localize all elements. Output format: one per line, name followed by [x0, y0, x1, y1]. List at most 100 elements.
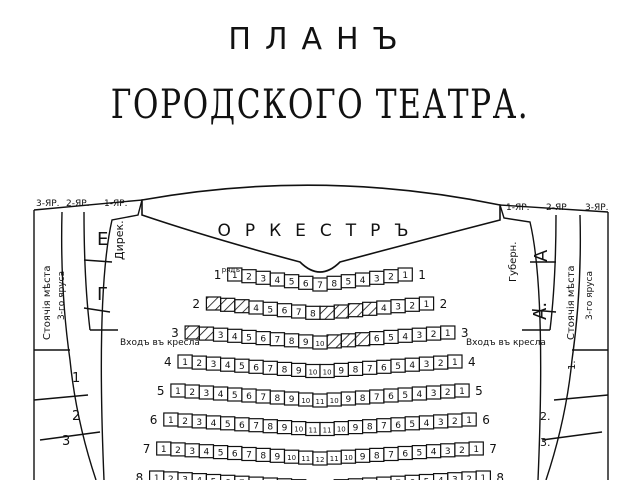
- seat-number: 4: [204, 448, 210, 458]
- seat-number: 3: [204, 389, 210, 399]
- seat-number: 9: [289, 395, 295, 405]
- seat-number: 1: [452, 358, 458, 368]
- seat-number: 4: [424, 419, 430, 429]
- tier-labels-right: 1-ЯР. 2-ЯР. 3-ЯР.: [506, 203, 609, 213]
- seat-number: 1: [473, 445, 479, 455]
- seat-number: 3: [438, 418, 444, 428]
- seat[interactable]: [461, 412, 477, 427]
- seat[interactable]: [262, 477, 279, 480]
- seat-number: 5: [246, 333, 252, 343]
- seat[interactable]: [418, 296, 435, 311]
- row-label-left: 3: [171, 326, 179, 340]
- row-label-left: 1: [214, 268, 222, 282]
- seat-number: 2: [182, 417, 188, 427]
- seat-reserved[interactable]: [184, 325, 200, 340]
- seat-number: 2: [431, 330, 437, 340]
- seat-reserved[interactable]: [198, 326, 215, 341]
- row-label-right: 6: [482, 413, 490, 427]
- left-box-number: 3: [62, 434, 70, 449]
- seat-reserved[interactable]: [205, 296, 222, 311]
- seat-number: 10: [308, 369, 317, 377]
- seat-reserved[interactable]: [347, 303, 364, 318]
- seat[interactable]: [220, 474, 236, 480]
- row-label-left: 2: [192, 297, 200, 311]
- seat[interactable]: [347, 478, 364, 480]
- seat-reserved[interactable]: [354, 332, 371, 347]
- seat-number: 10: [316, 340, 325, 348]
- seat[interactable]: [404, 474, 421, 480]
- seat-number: 4: [431, 448, 437, 458]
- orchestra-label: ОРКЕСТРЪ: [217, 221, 422, 241]
- seat-number: 6: [225, 478, 231, 480]
- seat-reserved[interactable]: [326, 334, 342, 349]
- seat[interactable]: [248, 476, 264, 480]
- seat-number: 6: [282, 307, 288, 317]
- seat-number: 7: [388, 451, 394, 461]
- seat-number: 4: [211, 419, 217, 429]
- seat[interactable]: [447, 354, 463, 369]
- seat-reserved[interactable]: [319, 305, 335, 320]
- seat-number: 6: [388, 392, 394, 402]
- seat-number: 7: [267, 364, 273, 374]
- seat-number: 8: [282, 365, 288, 375]
- seat[interactable]: [390, 475, 406, 480]
- seat-number: 11: [301, 455, 310, 463]
- seat-number: 11: [330, 455, 339, 463]
- seat-reserved[interactable]: [220, 297, 236, 312]
- seat-number: 5: [218, 449, 224, 459]
- standing-right-label: Стоячiя мѣста: [566, 265, 577, 340]
- seat[interactable]: [454, 383, 470, 398]
- seat-number: 5: [402, 391, 408, 401]
- seat-number: 6: [395, 421, 401, 431]
- seat-number: 9: [282, 424, 288, 434]
- seat-number: 3: [445, 447, 451, 457]
- seat[interactable]: [440, 325, 456, 340]
- seat-number: 9: [303, 338, 309, 348]
- tier-label-right: 3-ЯР.: [585, 203, 609, 213]
- seat-number: 6: [260, 335, 266, 345]
- tier-label-left: 1-ЯР.: [104, 199, 128, 209]
- seat-number: 5: [346, 278, 352, 288]
- seat-number: 10: [294, 426, 303, 434]
- box-label-g: Г: [97, 284, 108, 305]
- seat-number: 4: [232, 332, 238, 342]
- seat[interactable]: [397, 267, 413, 282]
- seat[interactable]: [362, 477, 378, 480]
- seat-number: 3: [395, 303, 401, 313]
- seat-number: 4: [218, 390, 224, 400]
- row-label-left: 5: [157, 384, 165, 398]
- seat[interactable]: [433, 473, 449, 480]
- plan-subtitle: ГОРОДСКОГО ТЕАТРА.: [110, 82, 530, 128]
- seat-number: 7: [317, 281, 323, 291]
- row-word: рядъ: [222, 266, 240, 274]
- box-label-gubern: Губерн.: [508, 242, 519, 282]
- seat-reserved[interactable]: [362, 301, 378, 316]
- seat[interactable]: [418, 473, 435, 480]
- row-label-right: 2: [440, 297, 448, 311]
- seat-reserved[interactable]: [340, 333, 357, 348]
- row-label-right: 8: [496, 471, 504, 480]
- seat[interactable]: [205, 473, 222, 480]
- seat[interactable]: [468, 441, 484, 456]
- seat-number: 4: [253, 304, 259, 314]
- seat-number: 6: [402, 450, 408, 460]
- tier-label-right: 2-ЯР.: [546, 203, 570, 213]
- left-box-number: 2: [72, 409, 80, 424]
- right-boxes: [499, 204, 609, 480]
- seat[interactable]: [276, 478, 293, 480]
- seat-number: 5: [289, 278, 295, 288]
- seat-number: 2: [438, 359, 444, 369]
- seat[interactable]: [376, 476, 392, 480]
- seat-number: 1: [424, 300, 430, 310]
- seat[interactable]: [234, 475, 250, 480]
- seat-number: 3: [431, 389, 437, 399]
- seat-number: 6: [409, 478, 415, 480]
- seat-number: 2: [459, 446, 465, 456]
- seat-reserved[interactable]: [333, 304, 350, 319]
- seat[interactable]: [191, 473, 207, 480]
- standing-left-label: Стоячiя мѣста: [42, 265, 53, 340]
- row-label-right: 3: [461, 326, 469, 340]
- seat-reserved[interactable]: [234, 299, 250, 314]
- seat[interactable]: [475, 470, 492, 480]
